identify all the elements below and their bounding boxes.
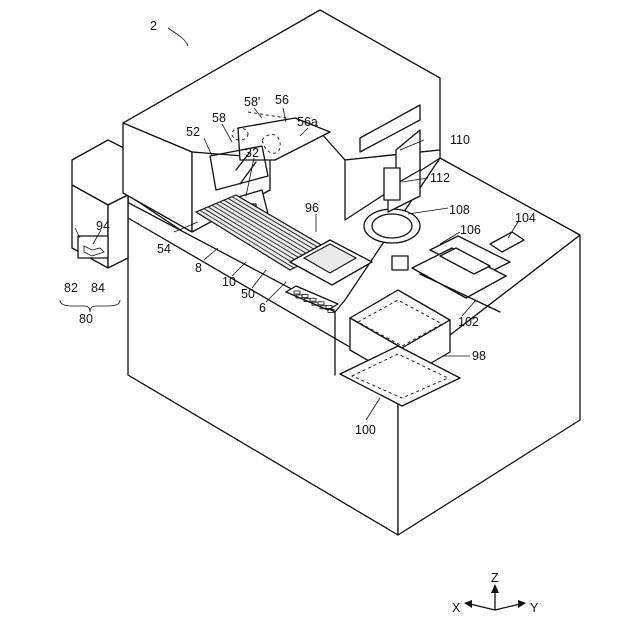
label-58: 58: [212, 111, 226, 125]
label-98: 98: [472, 349, 486, 363]
control-box: [72, 140, 128, 268]
label-82: 82: [64, 281, 78, 295]
label-8: 8: [195, 261, 202, 275]
label-112: 112: [430, 171, 450, 185]
label-80: 80: [79, 312, 93, 326]
label-56: 56: [275, 93, 289, 107]
label-32: 32: [245, 146, 259, 160]
label-106: 106: [460, 223, 481, 237]
label-104: 104: [515, 211, 536, 225]
label-94: 94: [96, 219, 110, 233]
ring-108: [364, 209, 420, 243]
label-10: 10: [222, 275, 236, 289]
label-102: 102: [458, 315, 479, 329]
label-58-prime: 58': [244, 95, 260, 109]
axis-indicator: Z X Y: [452, 571, 539, 615]
axis-z-label: Z: [491, 571, 499, 585]
label-54: 54: [157, 242, 171, 256]
label-6: 6: [259, 301, 266, 315]
label-100: 100: [355, 423, 376, 437]
label-108: 108: [449, 203, 470, 217]
label-50: 50: [241, 287, 255, 301]
brace-80: [60, 300, 120, 312]
axis-x-label: X: [452, 601, 461, 615]
label-96: 96: [305, 201, 319, 215]
label-52: 52: [186, 125, 200, 139]
label-84: 84: [91, 281, 105, 295]
axis-y-label: Y: [530, 601, 539, 615]
panel-82: [78, 236, 108, 258]
label-110: 110: [450, 133, 470, 147]
label-56a: 56a: [297, 115, 318, 129]
figure-number: 2: [150, 19, 157, 33]
